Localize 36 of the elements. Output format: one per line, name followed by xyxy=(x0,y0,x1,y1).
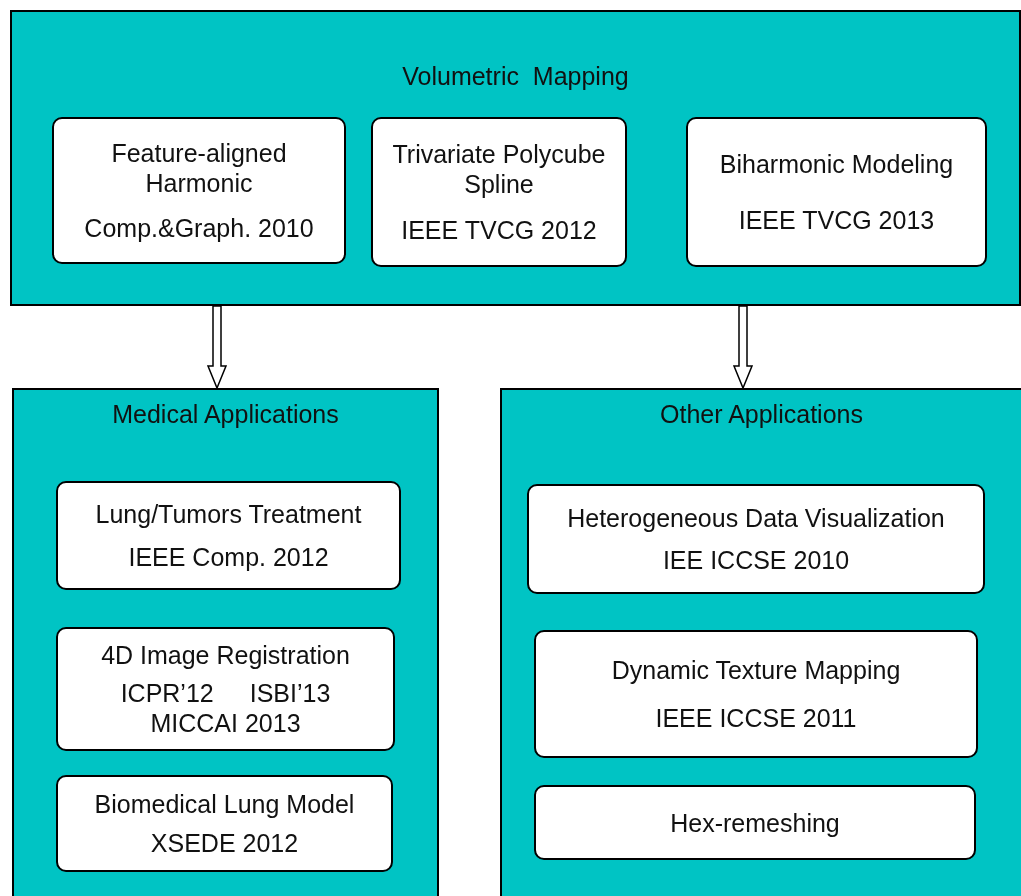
publication-box xyxy=(686,117,987,267)
publication-box xyxy=(534,630,978,758)
publication-box xyxy=(56,775,393,872)
group-panel xyxy=(10,10,1021,306)
topic-title: Biharmonic Modeling xyxy=(719,149,954,179)
topic-title: Hex-remeshing xyxy=(670,807,840,838)
venue-text: MICCAI 2013 xyxy=(150,707,301,738)
group-panel xyxy=(500,388,1021,896)
venue-text: ISBI’13 xyxy=(249,677,331,708)
venue-text: Comp.&Graph. 2010 xyxy=(84,213,314,243)
topic-title: Lung/Tumors Treatment xyxy=(95,499,362,530)
publication-box xyxy=(534,785,976,860)
topic-title: Heterogeneous Data Visualization xyxy=(567,502,945,533)
topic-title: Trivariate Polycube Spline xyxy=(391,139,607,199)
topic-title: Dynamic Texture Mapping xyxy=(611,654,901,685)
publication-box xyxy=(527,484,985,594)
panel-title: Medical Applications xyxy=(111,400,340,429)
topic-title: Feature-aligned Harmonic xyxy=(110,138,288,198)
group-panel xyxy=(12,388,439,896)
hollow-arrow xyxy=(732,305,754,390)
hollow-arrow xyxy=(206,305,228,390)
publication-box xyxy=(371,117,627,267)
venue-text: IEEE Comp. 2012 xyxy=(128,541,329,572)
topic-title: Biomedical Lung Model xyxy=(94,789,355,820)
publication-box xyxy=(56,481,401,590)
panel-title: Other Applications xyxy=(659,400,864,429)
venue-text: ICPR’12 xyxy=(120,677,214,708)
publication-box xyxy=(56,627,395,751)
panel-title: Volumetric Mapping xyxy=(401,62,630,91)
venue-text: IEEE TVCG 2013 xyxy=(738,205,935,235)
venue-text: IEE ICCSE 2010 xyxy=(662,545,850,576)
publication-box xyxy=(52,117,346,264)
venue-text: IEEE TVCG 2012 xyxy=(401,215,597,245)
topic-title: 4D Image Registration xyxy=(101,640,350,671)
venue-text: IEEE ICCSE 2011 xyxy=(655,703,857,734)
venue-text: XSEDE 2012 xyxy=(150,827,299,858)
